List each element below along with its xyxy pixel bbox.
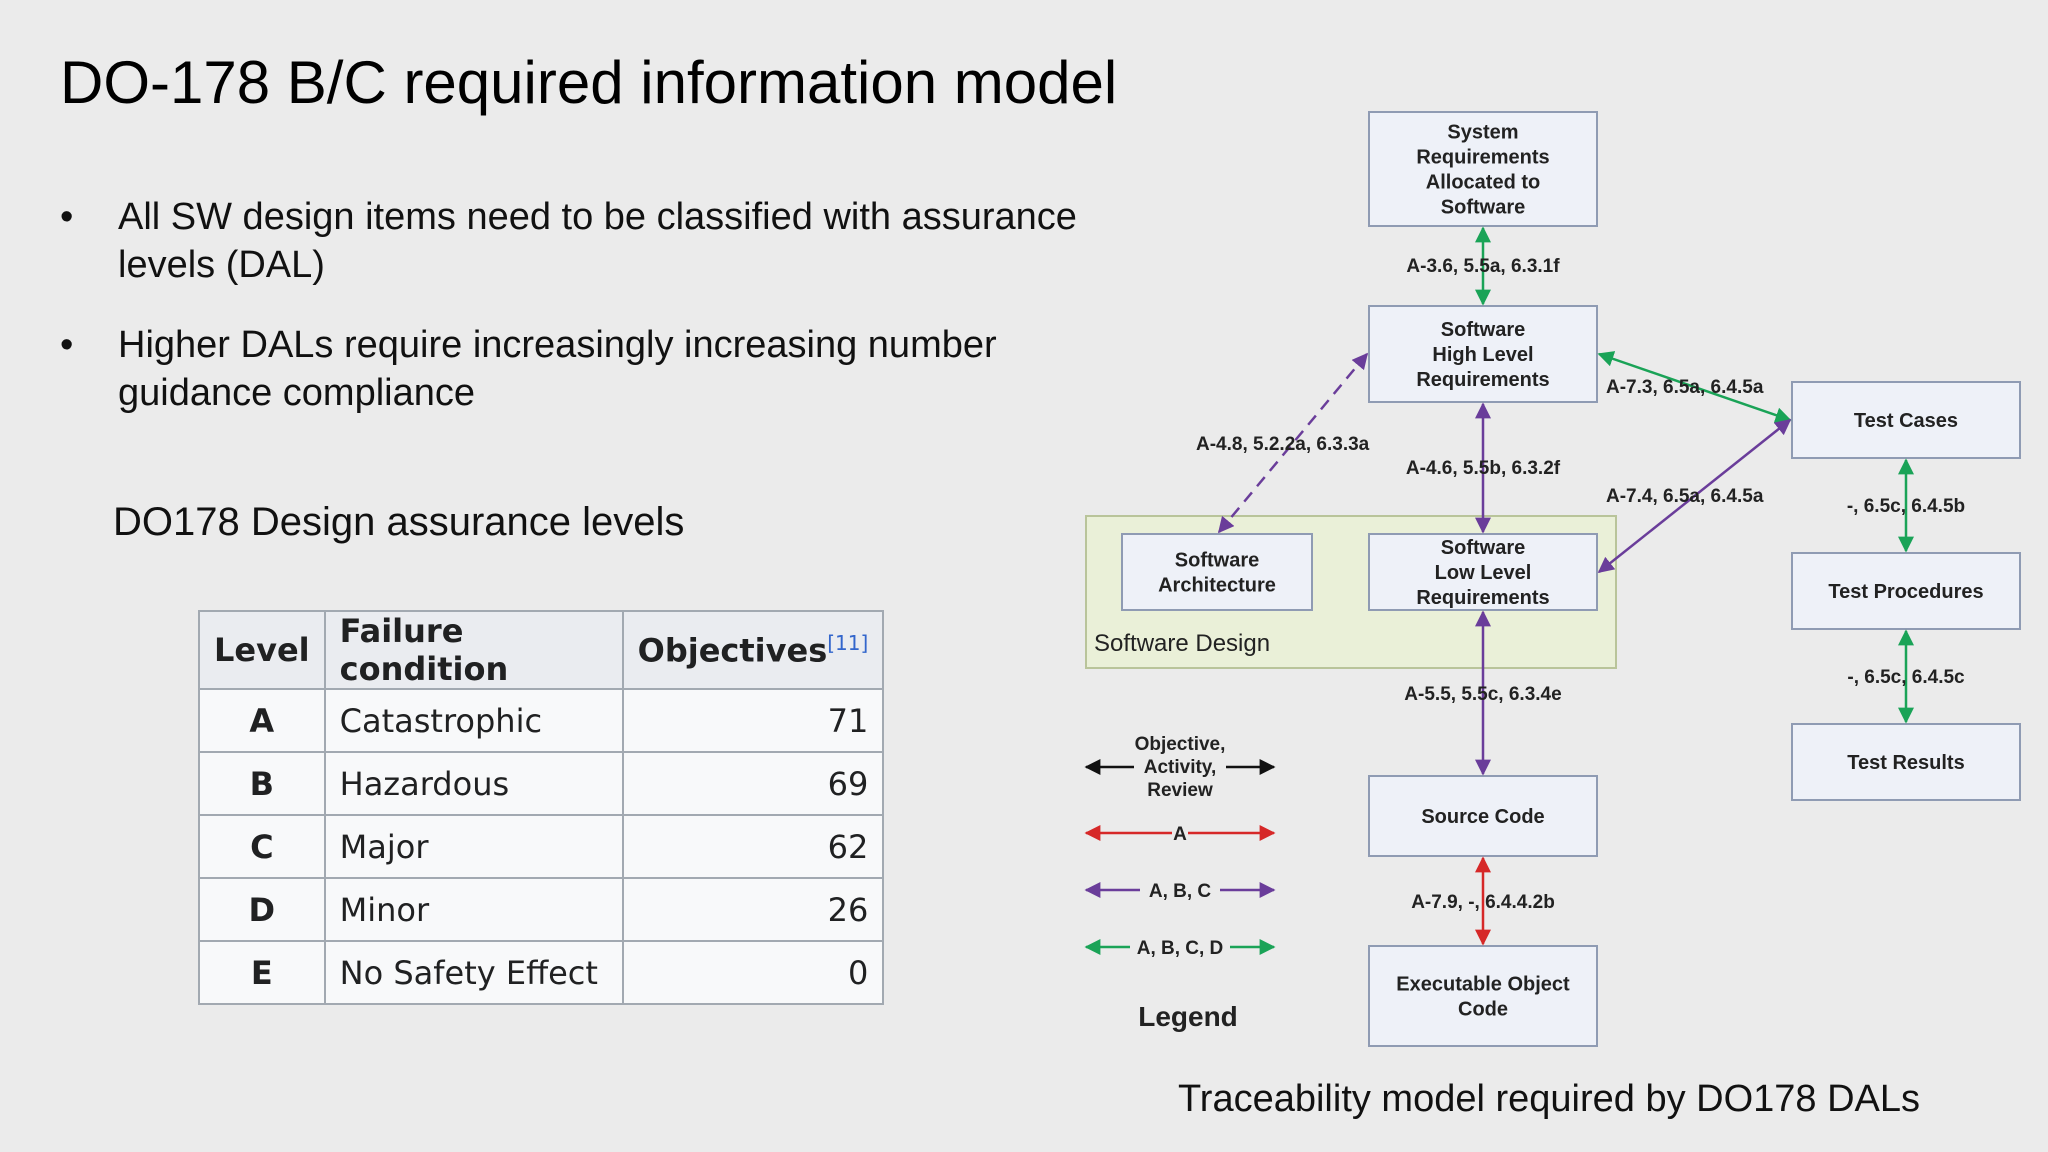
cell-objectives: 69 [621,751,885,816]
label-testcases-testprocedures: -, 6.5c, 6.4.5b [1847,496,1965,517]
dal-heading: DO178 Design assurance levels [113,500,685,544]
table-row: B Hazardous 69 [198,751,885,816]
table-row: C Major 62 [198,814,885,879]
box-rect [1791,381,2021,459]
cell-level: E [198,940,326,1005]
cell-objectives: 71 [621,688,885,753]
box-label: Requirements [1416,587,1549,609]
cell-objectives: 26 [621,877,885,942]
reference-link[interactable]: [11] [827,630,869,655]
box-rect [1791,552,2021,630]
box-label: Test Cases [1854,410,1958,432]
slide-title: DO-178 B/C required information model [60,49,1118,116]
cell-objectives: 62 [621,814,885,879]
box-label: High Level [1432,344,1533,366]
box-rect [1368,775,1598,857]
cell-level: A [198,688,326,753]
cell-failure-condition: Hazardous [323,751,624,816]
cell-objectives: 0 [621,940,885,1005]
box-rect [1368,945,1598,1047]
box-label: Test Results [1847,752,1964,774]
dal-table: Level Failure condition Objectives[11] A… [198,610,885,1005]
label-llr-testcases: A-7.4, 6.5a, 6.4.5a [1606,486,1764,507]
box-label: Software [1441,319,1525,341]
cell-level: C [198,814,326,879]
legend-key-text: Objective, [1135,734,1226,755]
label-hlr-testcases: A-7.3, 6.5a, 6.4.5a [1606,377,1764,398]
label-llr-source: A-5.5, 5.5c, 6.3.4e [1404,684,1561,705]
box-src: Source Code [1368,775,1598,857]
label-sys-hlr: A-3.6, 5.5a, 6.3.1f [1406,256,1560,277]
box-label: System [1447,122,1518,144]
cell-failure-condition: Minor [323,877,624,942]
cell-level: D [198,877,326,942]
box-rect [1368,305,1598,403]
diagram-caption: Traceability model required by DO178 DAL… [1178,1078,1921,1120]
header-failure-condition: Failure condition [323,610,624,690]
box-label: Test Procedures [1828,581,1983,603]
software-design-label: Software Design [1094,630,1270,657]
legend-title: Legend [1138,1001,1238,1032]
box-label: Allocated to [1426,172,1540,194]
cell-failure-condition: Catastrophic [323,688,624,753]
box-label: Source Code [1421,806,1544,828]
bullet-symbol: • [60,324,74,366]
table-row: D Minor 26 [198,877,885,942]
bullet-text: All SW design items need to be classifie… [118,196,1077,286]
arrow-llr-testcases [1597,419,1792,573]
box-tcases: Test Cases [1791,381,2021,459]
legend-green-label: A, B, C, D [1137,938,1224,959]
cell-level: B [198,751,326,816]
box-tres: Test Results [1791,723,2021,801]
cell-failure-condition: No Safety Effect [323,940,624,1005]
box-label: Low Level [1435,562,1532,584]
box-rect [1791,723,2021,801]
legend-key-text: Activity, [1144,757,1217,778]
box-label: Requirements [1416,369,1549,391]
box-label: Architecture [1158,575,1276,597]
box-label: Code [1458,999,1508,1021]
legend-red-label: A [1173,824,1187,845]
header-objectives: Objectives[11] [621,610,885,690]
box-rect [1368,111,1598,227]
label-hlr-llr: A-4.6, 5.5b, 6.3.2f [1406,458,1561,479]
bullet-text: Higher DALs require increasingly increas… [118,324,997,414]
header-level: Level [198,610,326,690]
box-label: Software [1441,197,1525,219]
table-header-row: Level Failure condition Objectives[11] [198,610,885,690]
box-label: Requirements [1416,147,1549,169]
box-label: Software [1441,537,1525,559]
box-tproc: Test Procedures [1791,552,2021,630]
label-source-eoc: A-7.9, -, 6.4.4.2b [1411,892,1555,913]
legend-purple-label: A, B, C [1149,881,1212,902]
arrow-hlr-testcases [1597,351,1792,423]
box-rect [1121,533,1313,611]
box-label: Executable Object [1396,974,1570,996]
label-hlr-arch: A-4.8, 5.2.2a, 6.3.3a [1196,434,1370,455]
header-objectives-label: Objectives [637,631,828,670]
box-rect [1368,533,1598,611]
table-row: E No Safety Effect 0 [198,940,885,1005]
legend-key-text: Review [1147,780,1213,801]
table-row: A Catastrophic 71 [198,688,885,753]
cell-failure-condition: Major [323,814,624,879]
label-testprocedures-testresults: -, 6.5c, 6.4.5c [1847,667,1965,688]
bullet-symbol: • [60,196,74,238]
box-label: Software [1175,550,1259,572]
